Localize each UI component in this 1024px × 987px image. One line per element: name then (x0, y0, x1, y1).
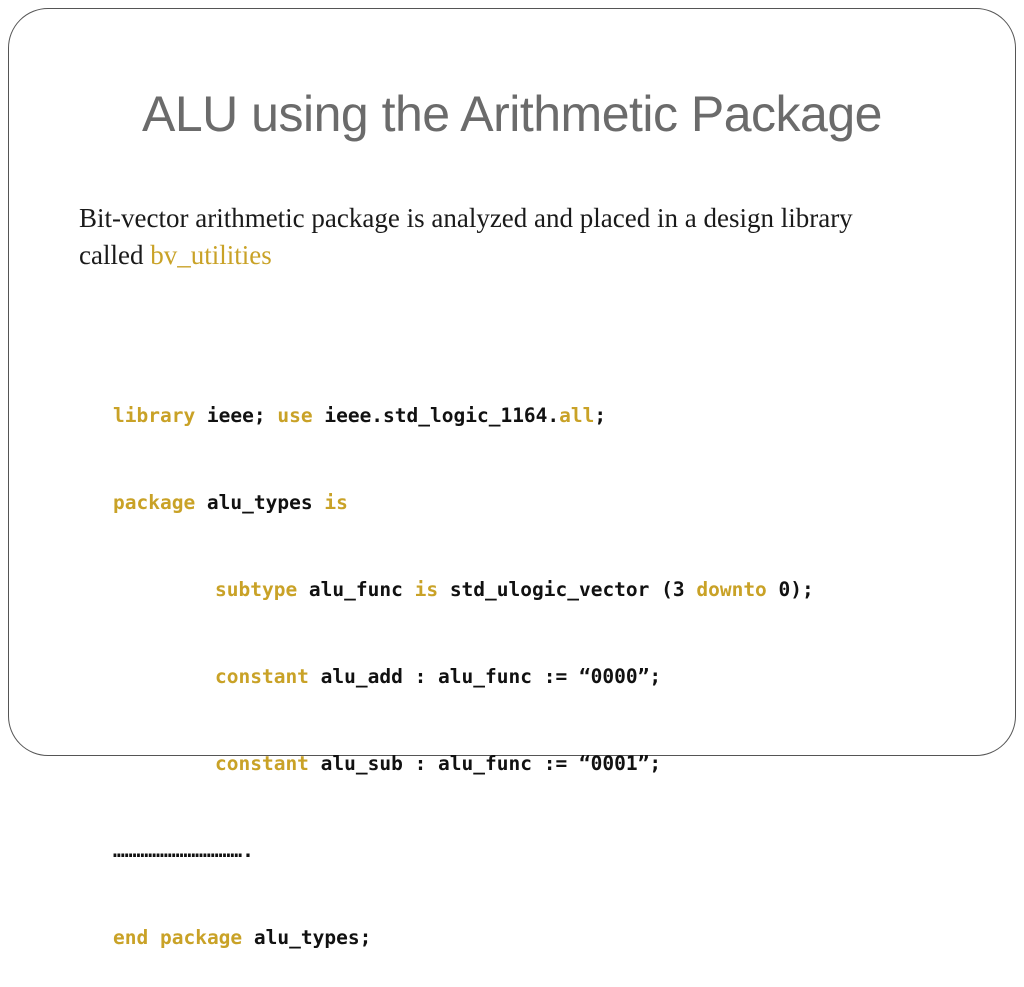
code-text: alu_types (195, 491, 325, 514)
code-line-end-package: end package alu_types; (113, 923, 814, 964)
slide-frame (8, 8, 1016, 756)
keyword-constant: constant (215, 752, 309, 775)
slide-title: ALU using the Arithmetic Package (142, 86, 882, 142)
keyword-downto: downto (696, 578, 767, 601)
code-line-subtype: subtype alu_func is std_ulogic_vector (3… (113, 575, 814, 616)
keyword-use: use (277, 404, 313, 427)
library-name-highlight: bv_utilities (150, 240, 272, 270)
code-text: ; (594, 404, 607, 427)
code-text: ……………………………. (113, 839, 254, 862)
code-text: ieee.std_logic_1164. (312, 404, 560, 427)
code-line-ellipsis: ……………………………. (113, 836, 814, 877)
code-text: alu_types; (242, 926, 372, 949)
keyword-library: library (113, 404, 196, 427)
code-text: alu_sub : alu_func := “0001”; (308, 752, 662, 775)
keyword-constant: constant (215, 665, 309, 688)
keyword-package: package (159, 926, 243, 949)
code-text: std_ulogic_vector (3 (438, 578, 697, 601)
code-text (148, 926, 160, 949)
keyword-subtype: subtype (215, 578, 298, 601)
code-text: alu_add : alu_func := “0000”; (308, 665, 662, 688)
code-line-package: package alu_types is (113, 488, 814, 529)
code-line-constant-sub: constant alu_sub : alu_func := “0001”; (113, 749, 814, 790)
keyword-end: end (113, 926, 149, 949)
body-text-prefix: Bit-vector arithmetic package is analyze… (79, 203, 853, 270)
slide-body-text: Bit-vector arithmetic package is analyze… (79, 200, 899, 274)
code-block: library ieee; use ieee.std_logic_1164.al… (113, 355, 814, 987)
code-text: 0); (766, 578, 814, 601)
code-line-library: library ieee; use ieee.std_logic_1164.al… (113, 401, 814, 442)
code-text: ieee; (195, 404, 278, 427)
keyword-is: is (324, 491, 348, 514)
code-line-constant-add: constant alu_add : alu_func := “0000”; (113, 662, 814, 703)
code-text: alu_func (297, 578, 415, 601)
keyword-all: all (559, 404, 595, 427)
keyword-package: package (113, 491, 196, 514)
keyword-is: is (414, 578, 439, 601)
